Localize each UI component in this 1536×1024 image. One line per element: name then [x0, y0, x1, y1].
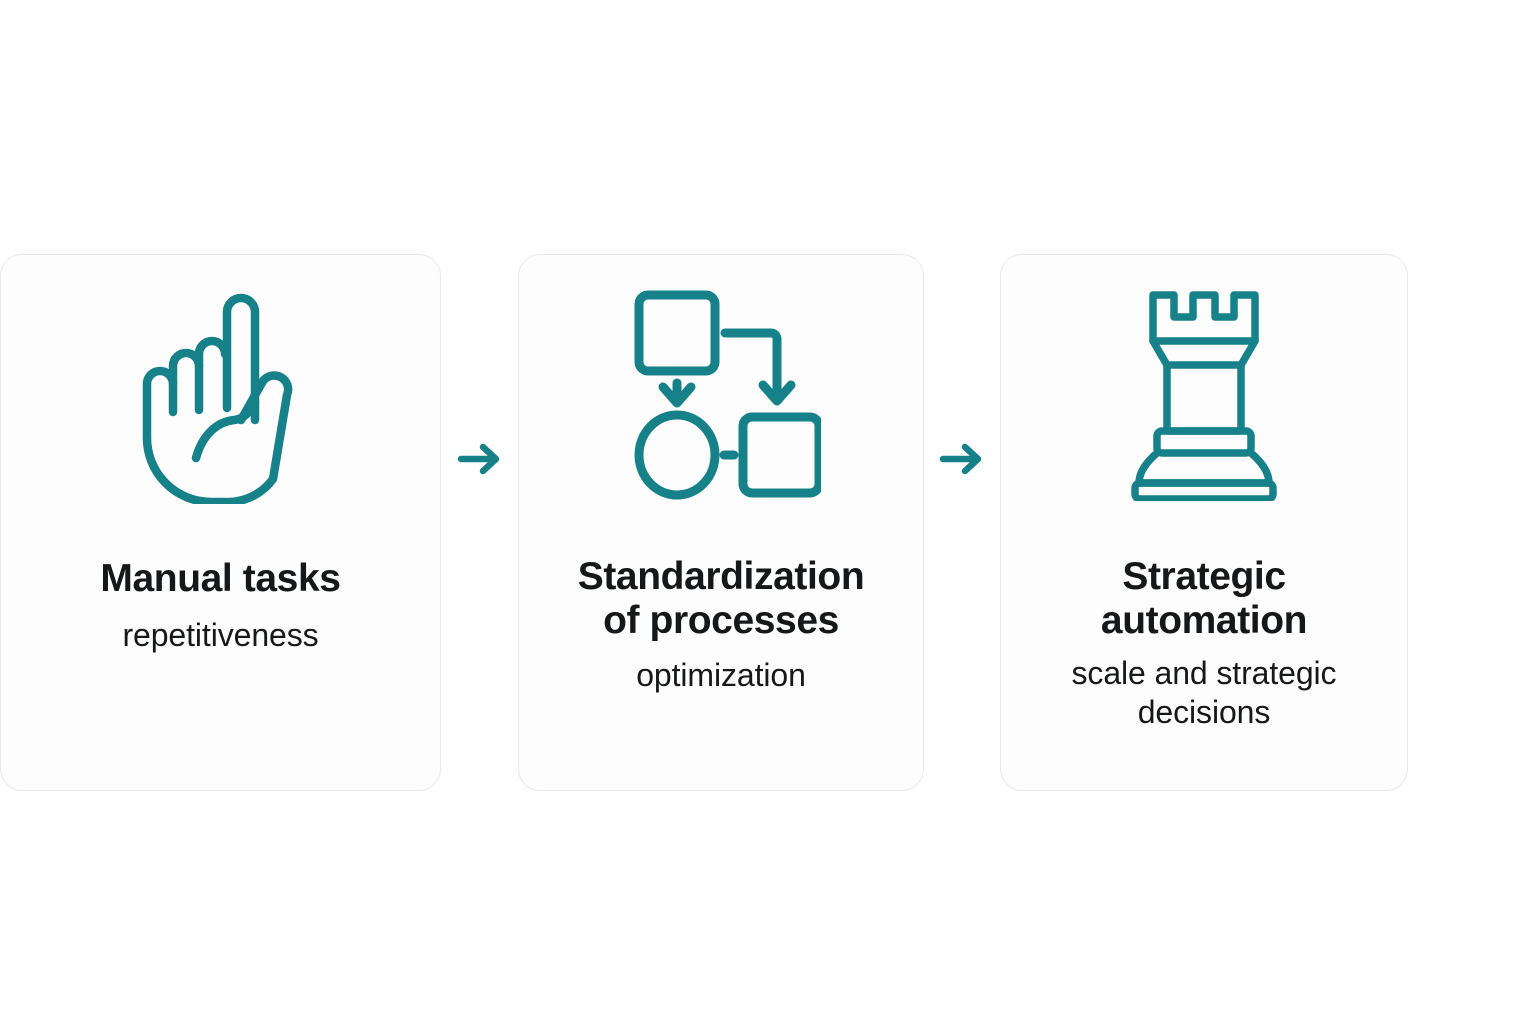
- flowchart-icon: [634, 290, 821, 500]
- step-icon-container: [519, 255, 923, 535]
- step-subtitle: repetitiveness: [122, 617, 319, 654]
- chess-rook-icon: [1131, 291, 1277, 501]
- step-icon-container: [1001, 255, 1407, 535]
- pointing-hand-icon: [142, 293, 292, 504]
- step-text-container: Strategic automation scale and strategic…: [1001, 535, 1407, 731]
- step-card-strategic-automation[interactable]: Strategic automation scale and strategic…: [1000, 254, 1408, 791]
- connector-2: [924, 254, 1000, 791]
- step-title: Standardization of processes: [577, 555, 865, 643]
- step-title: Manual tasks: [100, 557, 341, 600]
- connector-1: [441, 254, 518, 791]
- step-subtitle: optimization: [636, 657, 806, 694]
- step-card-manual-tasks[interactable]: Manual tasks repetitiveness: [0, 254, 441, 791]
- step-text-container: Standardization of processes optimizatio…: [519, 535, 923, 695]
- arrow-right-icon: [939, 443, 982, 475]
- step-card-standardization[interactable]: Standardization of processes optimizatio…: [518, 254, 924, 791]
- step-icon-container: [1, 255, 440, 535]
- step-subtitle: scale and strategic decisions: [1071, 655, 1337, 730]
- process-flow: Manual tasks repetitiveness: [0, 254, 1536, 791]
- step-text-container: Manual tasks repetitiveness: [1, 535, 440, 654]
- step-title: Strategic automation: [1100, 555, 1308, 643]
- arrow-right-icon: [457, 443, 499, 475]
